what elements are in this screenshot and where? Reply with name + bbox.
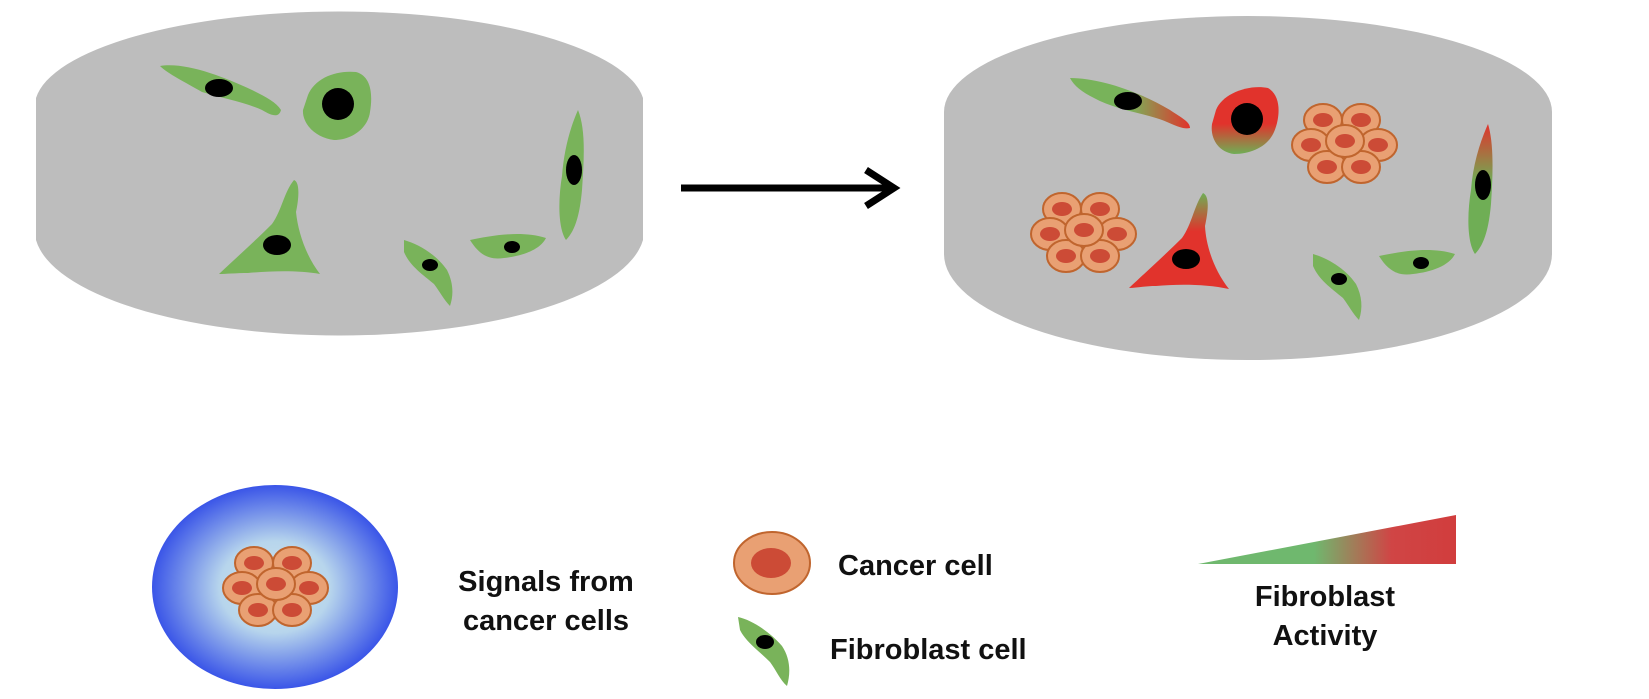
activated-fibroblast-cell <box>1129 193 1229 289</box>
right-petri-dish <box>944 16 1552 360</box>
fibroblast-cell <box>1379 250 1455 275</box>
left-fibroblast-cell <box>160 65 281 116</box>
nucleus-icon <box>263 235 291 255</box>
legend-activity-line1: Fibroblast <box>1254 581 1396 613</box>
left-petri-dish <box>36 11 643 336</box>
transition-arrow <box>681 167 901 209</box>
nucleus-icon <box>1475 170 1491 200</box>
cancer-cell-cluster <box>1030 192 1137 273</box>
left-fibroblast-cell <box>559 110 584 240</box>
left-dish-body <box>36 11 643 336</box>
legend-fibroblast-cell-label: Fibroblast cell <box>830 634 1027 666</box>
nucleus-icon <box>1114 92 1142 110</box>
left-fibroblast-cell <box>470 234 546 259</box>
legend-fibroblast-icon <box>738 617 790 686</box>
legend-signals-label: Signals from cancer cells <box>436 563 656 641</box>
nucleus-icon <box>1331 273 1347 285</box>
legend-activity-line2: Activity <box>1272 620 1378 652</box>
nucleus-icon <box>1413 257 1429 269</box>
legend-cancer-cell-label: Cancer cell <box>838 550 993 582</box>
left-fibroblast-cell <box>302 71 372 140</box>
legend-signals-line2: cancer cells <box>462 605 630 637</box>
legend-signal-icon <box>152 485 398 689</box>
left-fibroblast-cell <box>404 240 453 306</box>
nucleus-icon <box>422 259 438 271</box>
activated-fibroblast-cell <box>1070 78 1190 129</box>
legend-activity-gradient <box>1198 515 1456 564</box>
nucleus-icon <box>566 155 582 185</box>
left-fibroblast-cell <box>219 180 320 274</box>
nucleus-icon <box>322 88 354 120</box>
fibroblast-cell <box>1313 254 1362 320</box>
cancer-cell-cluster <box>1291 103 1398 184</box>
legend-cancer-cell-icon <box>733 531 811 595</box>
activated-fibroblast-cell <box>1468 124 1493 254</box>
activated-fibroblast-cell <box>1211 87 1279 154</box>
nucleus-icon <box>504 241 520 253</box>
nucleus-icon <box>1231 103 1263 135</box>
nucleus-icon <box>1172 249 1200 269</box>
legend-activity-label: Fibroblast Activity <box>1230 578 1420 656</box>
legend-signals-line1: Signals from <box>458 566 634 598</box>
nucleus-icon <box>205 79 233 97</box>
right-dish-body <box>944 16 1552 360</box>
